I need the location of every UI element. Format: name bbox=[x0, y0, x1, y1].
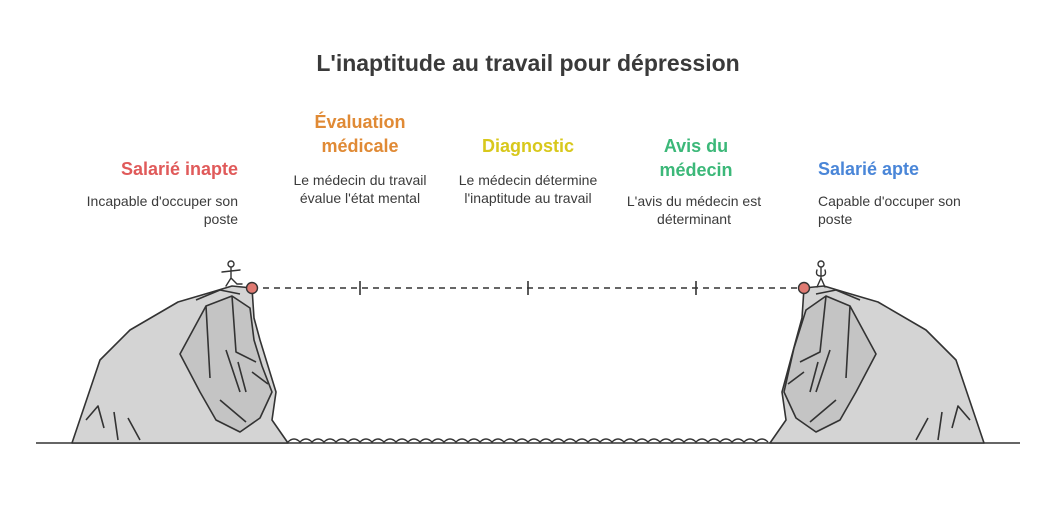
right-person-icon bbox=[815, 260, 827, 288]
step-diagnostic-heading: Diagnostic bbox=[481, 136, 574, 156]
left-heading: Salarié inapte bbox=[120, 159, 238, 179]
right-description: Capable d'occuper son poste bbox=[818, 193, 961, 227]
left-person-icon bbox=[221, 260, 243, 287]
step-evaluation-heading: Évaluation médicale bbox=[314, 112, 406, 156]
water-waves bbox=[287, 438, 769, 443]
diagram-title: L'inaptitude au travail pour dépression bbox=[316, 50, 740, 76]
step-evaluation-description: Le médecin du travail évalue l'état ment… bbox=[293, 172, 427, 206]
right-cliff bbox=[769, 285, 985, 444]
step-diagnostic-description: Le médecin détermine l'inaptitude au tra… bbox=[458, 172, 598, 206]
left-marker bbox=[245, 281, 259, 295]
left-cliff bbox=[71, 285, 289, 444]
left-description: Incapable d'occuper son poste bbox=[86, 193, 238, 227]
right-heading: Salarié apte bbox=[818, 159, 920, 179]
right-marker bbox=[797, 281, 811, 295]
step-avis-description: L'avis du médecin est déterminant bbox=[626, 193, 762, 227]
step-avis-heading: Avis du médecin bbox=[659, 136, 733, 180]
